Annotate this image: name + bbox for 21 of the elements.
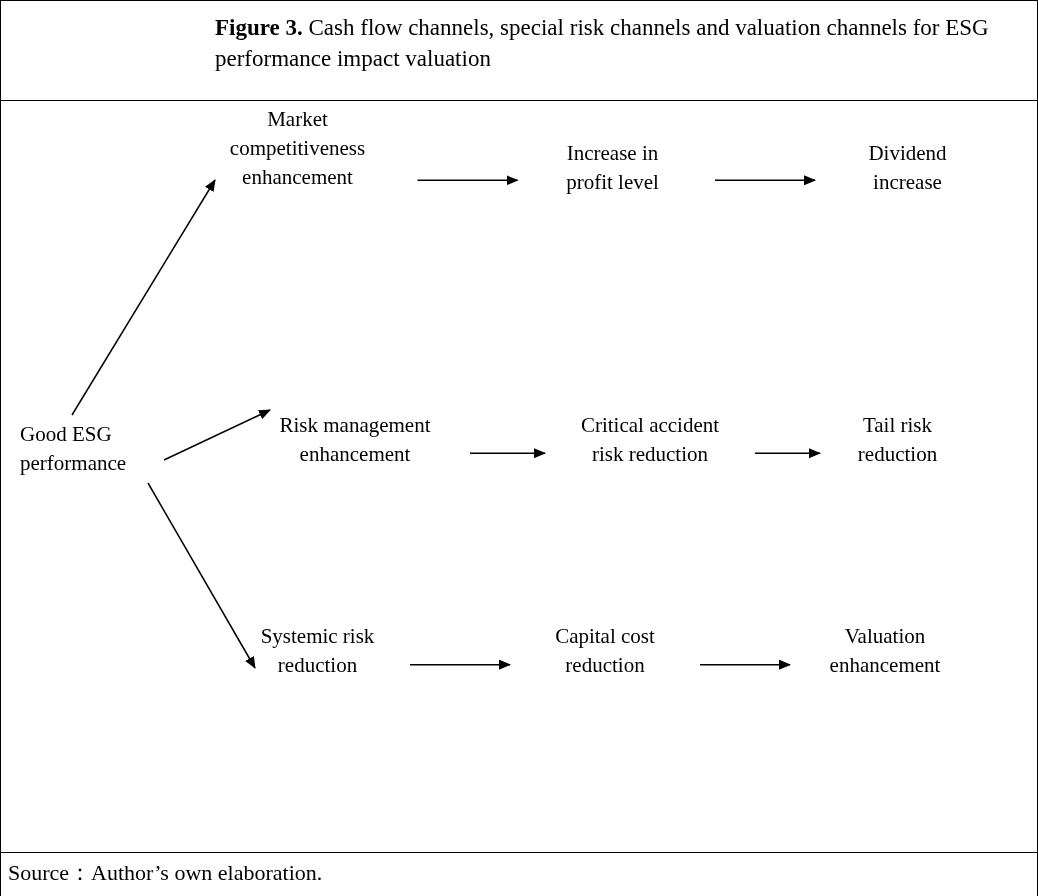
- node-label: Valuation enhancement: [820, 620, 950, 682]
- source-note: Source：Author’s own elaboration.: [8, 859, 323, 887]
- arrow: [147, 482, 256, 669]
- node-label: Market competitiveness enhancement: [215, 108, 380, 188]
- arrow: [416, 175, 519, 186]
- node-label: Risk management enhancement: [270, 410, 440, 470]
- arrow: [699, 659, 791, 670]
- node-label: Systemic risk reduction: [255, 620, 380, 682]
- node-label: Capital cost reduction: [540, 620, 670, 682]
- figure-title: Figure 3. Cash flow channels, special risk channels and valuation channels for ESG performance impact valuation: [215, 14, 990, 73]
- arrow: [71, 179, 216, 416]
- arrow: [754, 448, 821, 459]
- node-label: Dividend increase: [860, 140, 955, 196]
- arrow: [163, 409, 271, 461]
- node-label: Tail risk reduction: [850, 410, 945, 470]
- node-label: Critical accident risk reduction: [575, 410, 725, 470]
- node-label: Increase in profit level: [555, 140, 670, 196]
- arrow: [409, 659, 511, 670]
- node-label: Good ESG performance: [16, 415, 164, 483]
- arrow: [714, 175, 816, 186]
- arrow: [469, 448, 546, 459]
